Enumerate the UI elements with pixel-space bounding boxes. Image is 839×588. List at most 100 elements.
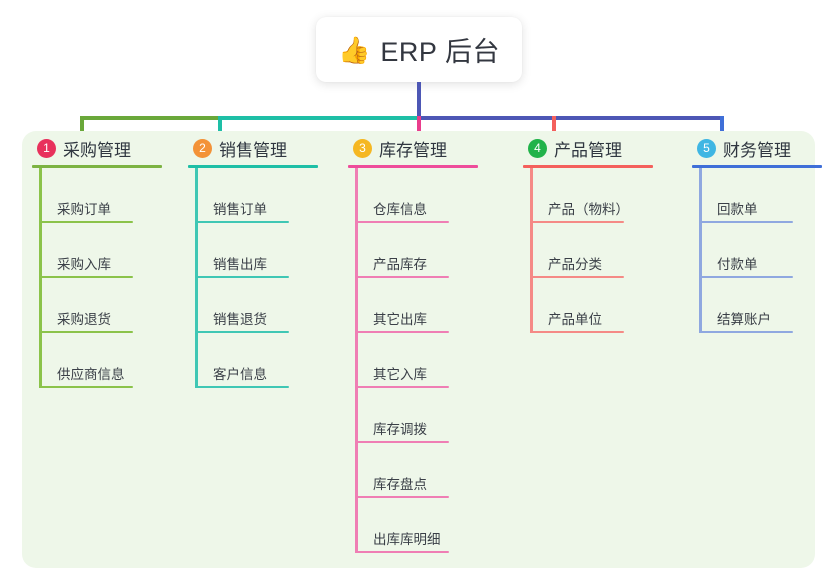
column-badge: 1	[37, 138, 56, 158]
list-item-underline	[530, 276, 624, 278]
list-item-underline	[39, 331, 133, 333]
connector-bar-green	[80, 116, 220, 120]
page-title: ERP 后台	[380, 37, 500, 67]
column-title: 产品管理	[554, 140, 622, 160]
column-spine	[530, 168, 533, 333]
list-item[interactable]: 出库库明细	[355, 498, 493, 553]
list-item-label: 出库库明细	[373, 532, 441, 547]
diagram-panel: 1 采购管理采购订单采购入库采购退货供应商信息 2 销售管理销售订单销售出库销售退货客…	[22, 131, 822, 568]
list-item-underline	[699, 221, 793, 223]
list-item-label: 其它出库	[373, 312, 427, 327]
column-1: 1 采购管理采购订单采购入库采购退货供应商信息	[22, 131, 177, 388]
list-item-label: 库存调拨	[373, 422, 427, 437]
column-header-2[interactable]: 2 销售管理	[178, 131, 333, 165]
column-badge: 4	[528, 138, 547, 158]
list-item[interactable]: 客户信息	[195, 333, 333, 388]
list-item-label: 付款单	[717, 257, 758, 272]
column-badge: 2	[193, 138, 212, 158]
list-item-label: 采购订单	[57, 202, 111, 217]
list-item[interactable]: 采购退货	[39, 278, 177, 333]
list-item[interactable]: 回款单	[699, 168, 837, 223]
list-item[interactable]: 仓库信息	[355, 168, 493, 223]
list-item[interactable]: 销售订单	[195, 168, 333, 223]
list-item-underline	[195, 221, 289, 223]
list-item-label: 结算账户	[717, 312, 771, 327]
list-item-label: 采购退货	[57, 312, 111, 327]
list-item-label: 销售订单	[213, 202, 267, 217]
list-item[interactable]: 库存调拨	[355, 388, 493, 443]
column-underline	[523, 165, 653, 168]
list-item-label: 其它入库	[373, 367, 427, 382]
list-item-underline	[355, 221, 449, 223]
column-3: 3 库存管理仓库信息产品库存其它出库其它入库库存调拨库存盘点出库库明细	[338, 131, 493, 553]
list-item-label: 采购入库	[57, 257, 111, 272]
column-title: 销售管理	[219, 140, 287, 160]
list-item-underline	[195, 386, 289, 388]
list-item-label: 产品单位	[548, 312, 602, 327]
list-item-underline	[355, 551, 449, 553]
column-badge: 5	[697, 138, 716, 158]
list-item-underline	[195, 331, 289, 333]
list-item-underline	[39, 276, 133, 278]
list-item[interactable]: 采购入库	[39, 223, 177, 278]
list-item[interactable]: 其它出库	[355, 278, 493, 333]
list-item[interactable]: 其它入库	[355, 333, 493, 388]
list-item-underline	[39, 386, 133, 388]
column-badge: 3	[353, 138, 372, 158]
list-item-underline	[699, 276, 793, 278]
list-item[interactable]: 产品单位	[530, 278, 668, 333]
list-item-label: 产品库存	[373, 257, 427, 272]
list-item-underline	[39, 221, 133, 223]
list-item-underline	[355, 331, 449, 333]
list-item-label: 销售退货	[213, 312, 267, 327]
list-item[interactable]: 结算账户	[699, 278, 837, 333]
connector-bar-blue	[417, 116, 724, 120]
column-underline	[188, 165, 318, 168]
column-spine	[39, 168, 42, 388]
column-item-list: 销售订单销售出库销售退货客户信息	[195, 168, 333, 388]
list-item[interactable]: 销售退货	[195, 278, 333, 333]
page-title-card: 👍 ERP 后台	[316, 17, 522, 82]
list-item-underline	[195, 276, 289, 278]
list-item[interactable]: 供应商信息	[39, 333, 177, 388]
column-item-list: 采购订单采购入库采购退货供应商信息	[39, 168, 177, 388]
list-item-underline	[530, 331, 624, 333]
list-item[interactable]: 库存盘点	[355, 443, 493, 498]
list-item-underline	[355, 496, 449, 498]
column-spine	[699, 168, 702, 333]
column-title: 采购管理	[63, 140, 131, 160]
list-item[interactable]: 销售出库	[195, 223, 333, 278]
column-header-3[interactable]: 3 库存管理	[338, 131, 493, 165]
column-title: 库存管理	[379, 140, 447, 160]
list-item-label: 产品分类	[548, 257, 602, 272]
list-item[interactable]: 产品库存	[355, 223, 493, 278]
list-item-label: 仓库信息	[373, 202, 427, 217]
list-item-underline	[355, 386, 449, 388]
column-spine	[195, 168, 198, 388]
list-item[interactable]: 付款单	[699, 223, 837, 278]
connector-stem	[417, 82, 421, 118]
list-item-underline	[699, 331, 793, 333]
list-item-label: 销售出库	[213, 257, 267, 272]
list-item-underline	[530, 221, 624, 223]
column-header-5[interactable]: 5 财务管理	[682, 131, 837, 165]
list-item-underline	[355, 276, 449, 278]
column-item-list: 产品（物料） 产品分类产品单位	[530, 168, 668, 333]
list-item-label: 产品（物料）	[548, 202, 629, 217]
column-underline	[348, 165, 478, 168]
column-header-1[interactable]: 1 采购管理	[22, 131, 177, 165]
column-4: 4 产品管理产品（物料） 产品分类产品单位	[513, 131, 668, 333]
column-underline	[692, 165, 822, 168]
list-item[interactable]: 产品（物料）	[530, 168, 668, 223]
column-title: 财务管理	[723, 140, 791, 160]
column-header-4[interactable]: 4 产品管理	[513, 131, 668, 165]
thumbs-up-icon: 👍	[338, 34, 371, 65]
list-item-label: 供应商信息	[57, 367, 125, 382]
list-item-label: 库存盘点	[373, 477, 427, 492]
column-5: 5 财务管理回款单付款单结算账户	[682, 131, 837, 333]
list-item-label: 客户信息	[213, 367, 267, 382]
column-underline	[32, 165, 162, 168]
connector-bar-teal	[218, 116, 421, 120]
list-item[interactable]: 产品分类	[530, 223, 668, 278]
list-item[interactable]: 采购订单	[39, 168, 177, 223]
